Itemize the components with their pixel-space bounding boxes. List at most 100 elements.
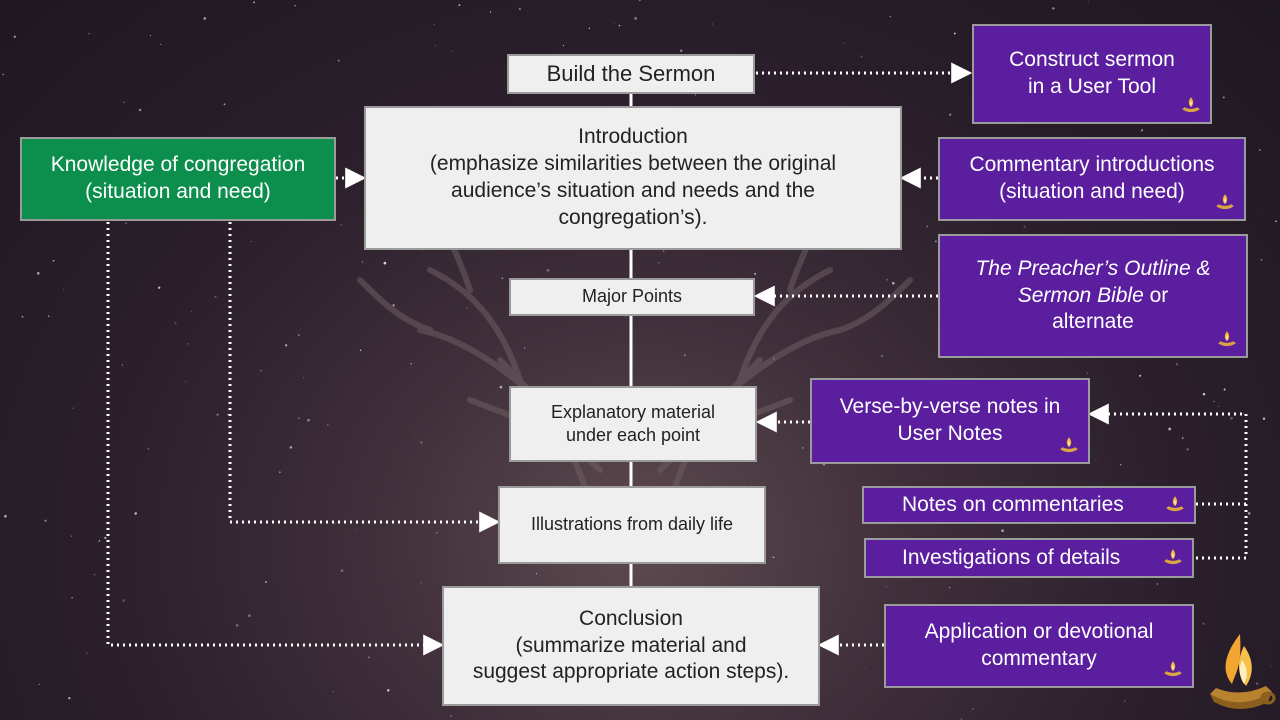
star bbox=[354, 528, 356, 530]
star bbox=[334, 523, 336, 525]
star bbox=[433, 24, 435, 26]
star bbox=[618, 24, 621, 27]
star bbox=[1258, 149, 1261, 151]
conclusion-box: Conclusion (summarize material and sugge… bbox=[442, 586, 820, 706]
star bbox=[248, 614, 251, 617]
star bbox=[422, 300, 423, 301]
star bbox=[1087, 1, 1089, 3]
star bbox=[44, 519, 47, 522]
star bbox=[337, 59, 340, 62]
star bbox=[340, 223, 342, 226]
star bbox=[451, 50, 454, 52]
star bbox=[1260, 259, 1263, 261]
star bbox=[1186, 448, 1189, 451]
star bbox=[662, 250, 665, 252]
star bbox=[772, 556, 775, 559]
star bbox=[853, 685, 855, 687]
star bbox=[2, 73, 4, 76]
lamp-icon bbox=[1218, 331, 1236, 347]
star bbox=[72, 407, 74, 409]
star bbox=[802, 447, 804, 449]
star bbox=[352, 568, 354, 570]
star bbox=[1023, 225, 1026, 228]
star bbox=[435, 531, 438, 534]
preachers-outline-text: The Preacher’s Outline & Sermon Bible or… bbox=[975, 256, 1210, 337]
star bbox=[546, 268, 550, 272]
knowledge-of-congregation-box: Knowledge of congregation (situation and… bbox=[20, 137, 336, 221]
star bbox=[1230, 416, 1233, 420]
lamp-icon bbox=[1182, 97, 1200, 113]
star bbox=[535, 573, 538, 575]
star bbox=[121, 364, 123, 366]
star bbox=[1255, 682, 1259, 685]
lamp-icon bbox=[1164, 549, 1182, 565]
lamp-icon bbox=[1060, 437, 1078, 453]
star bbox=[21, 315, 24, 318]
star bbox=[613, 22, 615, 24]
star bbox=[123, 101, 125, 104]
star bbox=[1213, 401, 1215, 402]
star bbox=[420, 582, 422, 584]
star bbox=[235, 624, 239, 627]
application-commentary-box: Application or devotional commentary bbox=[884, 604, 1194, 688]
lamp-icon bbox=[1164, 661, 1182, 677]
star bbox=[122, 599, 126, 602]
star bbox=[209, 370, 211, 372]
star bbox=[588, 27, 591, 30]
star bbox=[754, 468, 756, 470]
investigations-label: Investigations of details bbox=[902, 545, 1121, 569]
star bbox=[298, 334, 300, 336]
star bbox=[934, 240, 937, 243]
star bbox=[104, 536, 107, 540]
star bbox=[265, 581, 267, 583]
logo-lamp-icon bbox=[1210, 634, 1276, 709]
star bbox=[70, 535, 72, 537]
preachers-outline-title: The Preacher’s Outline & Sermon Bible bbox=[975, 256, 1211, 307]
star bbox=[926, 225, 928, 228]
star bbox=[1275, 220, 1277, 223]
star bbox=[138, 108, 142, 112]
star bbox=[501, 277, 504, 280]
star bbox=[843, 42, 845, 44]
arrow-investigations-join bbox=[1196, 504, 1248, 560]
star bbox=[780, 423, 782, 425]
star bbox=[711, 23, 713, 25]
star bbox=[458, 4, 461, 7]
star bbox=[68, 697, 71, 700]
star bbox=[1261, 213, 1263, 214]
star bbox=[775, 396, 777, 397]
notes-on-commentaries-box: Notes on commentaries bbox=[862, 486, 1196, 524]
investigations-box: Investigations of details bbox=[864, 538, 1194, 578]
star bbox=[1202, 622, 1205, 625]
star bbox=[638, 0, 641, 2]
star bbox=[953, 32, 956, 35]
lamp-icon bbox=[1166, 496, 1184, 512]
star bbox=[332, 690, 334, 693]
star bbox=[36, 271, 40, 275]
star bbox=[798, 421, 800, 424]
star bbox=[949, 113, 952, 116]
star bbox=[284, 344, 288, 347]
arrow-knowledge-to-illustrations bbox=[228, 222, 501, 533]
star bbox=[694, 94, 696, 96]
verse-by-verse-box: Verse-by-verse notes in User Notes bbox=[810, 378, 1090, 464]
star bbox=[1247, 512, 1251, 515]
star bbox=[886, 278, 889, 281]
star bbox=[158, 286, 161, 289]
star bbox=[1156, 583, 1159, 585]
star bbox=[260, 369, 262, 372]
star bbox=[818, 45, 820, 47]
introduction-box: Introduction (emphasize similarities bet… bbox=[364, 106, 902, 250]
star bbox=[160, 43, 162, 46]
explanatory-material-box: Explanatory material under each point bbox=[509, 386, 757, 462]
star bbox=[751, 481, 753, 483]
construct-sermon-box: Construct sermon in a User Tool bbox=[972, 24, 1212, 124]
star bbox=[253, 1, 255, 4]
arrow-knowledge-to-conclusion bbox=[106, 222, 445, 656]
star bbox=[634, 17, 637, 20]
star bbox=[86, 652, 88, 654]
star bbox=[185, 381, 187, 383]
commentary-introductions-label: Commentary introductions (situation and … bbox=[969, 153, 1215, 203]
star bbox=[187, 343, 189, 345]
construct-sermon-label: Construct sermon in a User Tool bbox=[1009, 48, 1175, 98]
